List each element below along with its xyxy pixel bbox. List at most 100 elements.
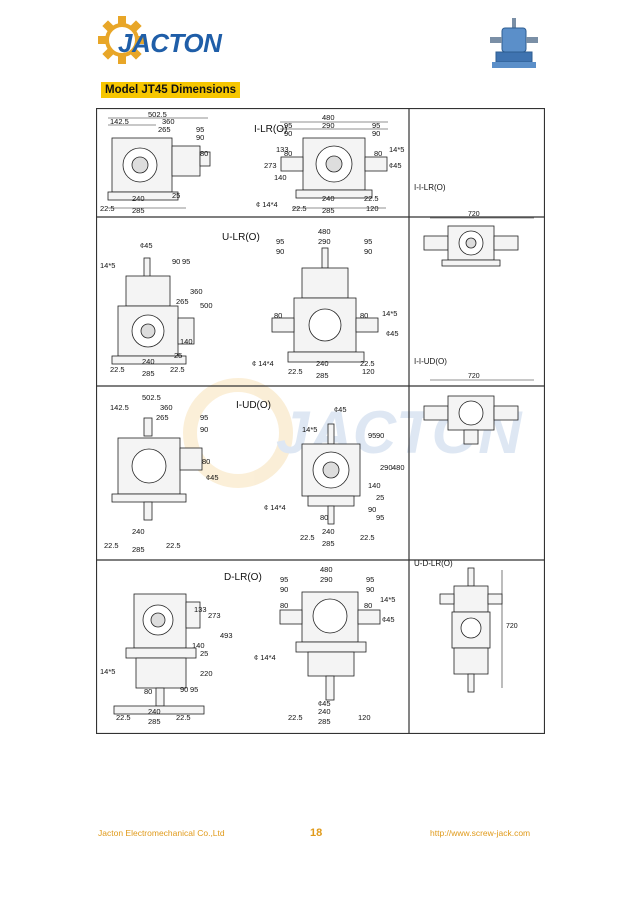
dim-45: ¢45 — [140, 241, 153, 250]
dim-360: 360 — [190, 287, 203, 296]
dim-140: 140 — [192, 641, 205, 650]
dim-240: 240 — [132, 527, 145, 536]
dim-80: 80 — [364, 601, 372, 610]
dim-45: ¢45 — [318, 699, 331, 708]
dim-22-5: 22.5 — [170, 365, 185, 374]
dim-90: 90 — [284, 129, 292, 138]
panel-label-d-lr: D-LR(O) — [224, 572, 262, 583]
dim-80: 80 — [280, 601, 288, 610]
dim-265: 265 — [176, 297, 189, 306]
dim-285: 285 — [148, 717, 161, 726]
dim-90: 90 — [280, 585, 288, 594]
dim-95: 95 — [284, 121, 292, 130]
dim-285: 285 — [142, 369, 155, 378]
dim-14x4: ¢ 14*4 — [256, 200, 278, 209]
dim-95: 95 — [366, 575, 374, 584]
dim-22-5: 22.5 — [100, 204, 115, 213]
panel-label-u-lr: U-LR(O) — [222, 232, 260, 243]
dim-45: ¢45 — [386, 329, 399, 338]
dim-140: 140 — [274, 173, 287, 182]
dim-95: 95 — [190, 685, 198, 694]
dim-90: 90 — [372, 129, 380, 138]
panel-d-lr: D-LR(O) 133 273 493 140 25 220 95 90 14*… — [100, 565, 395, 726]
dim-22-5: 22.5 — [288, 367, 303, 376]
dim-95: 95 — [200, 413, 208, 422]
panel-u-d-lr: U-D-LR(O) 720 — [414, 559, 518, 693]
dim-95: 95 — [276, 237, 284, 246]
dim-80: 80 — [144, 687, 152, 696]
dim-285: 285 — [322, 539, 335, 548]
dim-265: 265 — [158, 125, 171, 134]
panel-i-i-ud: I-I-UD(O) 720 — [414, 357, 534, 445]
dim-90: 90 — [376, 431, 384, 440]
dim-720: 720 — [506, 623, 518, 630]
dim-90: 90 — [364, 247, 372, 256]
dim-240: 240 — [318, 707, 331, 716]
panel-i-i-lr: I-I-LR(O) 720 — [414, 183, 534, 267]
dim-22-5: 22.5 — [166, 541, 181, 550]
dim-142-5: 142.5 — [110, 403, 129, 412]
panel-label-i-lr: I-LR(O) — [254, 124, 287, 135]
dim-220: 220 — [200, 669, 213, 678]
dim-45: ¢45 — [382, 615, 395, 624]
dim-22-5: 22.5 — [110, 365, 125, 374]
dim-25: 25 — [172, 191, 180, 200]
dim-80: 80 — [202, 457, 210, 466]
dim-120: 120 — [362, 367, 375, 376]
dim-14x4: ¢ 14*4 — [254, 653, 276, 662]
dim-90: 90 — [368, 505, 376, 514]
dim-95: 95 — [364, 237, 372, 246]
panel-label-i-i-lr: I-I-LR(O) — [414, 183, 446, 192]
dim-22-5: 22.5 — [360, 359, 375, 368]
dim-95: 95 — [372, 121, 380, 130]
dim-720: 720 — [468, 373, 480, 380]
panel-i-ud: I-UD(O) 502.5 142.5 360 265 95 90 80 ¢45… — [104, 393, 405, 554]
dim-500: 500 — [200, 301, 213, 310]
page-title: Model JT45 Dimensions — [101, 82, 241, 98]
dim-25: 25 — [174, 351, 182, 360]
dim-133: 133 — [276, 145, 289, 154]
dim-360: 360 — [162, 117, 175, 126]
dim-240: 240 — [322, 527, 335, 536]
dim-493: 493 — [220, 631, 233, 640]
dim-45: ¢45 — [389, 161, 402, 170]
dim-285: 285 — [322, 206, 335, 215]
dim-240: 240 — [148, 707, 161, 716]
dim-45: ¢45 — [206, 473, 219, 482]
dim-90: 90 — [366, 585, 374, 594]
dim-140: 140 — [180, 337, 193, 346]
dim-14x5: 14*5 — [389, 145, 404, 154]
dim-22-5: 22.5 — [104, 541, 119, 550]
dim-290: 290 — [322, 121, 335, 130]
panel-label-u-d-lr: U-D-LR(O) — [414, 559, 453, 568]
dim-265: 265 — [156, 413, 169, 422]
dim-14x5: 14*5 — [100, 261, 115, 270]
dim-80: 80 — [274, 311, 282, 320]
dim-240: 240 — [322, 194, 335, 203]
company-logo: JACTON — [96, 14, 222, 64]
dim-95: 95 — [182, 257, 190, 266]
dim-133: 133 — [194, 605, 207, 614]
dim-80: 80 — [284, 149, 292, 158]
dim-22-5: 22.5 — [176, 713, 191, 722]
footer-company: Jacton Electromechanical Co.,Ltd — [98, 828, 225, 838]
panel-u-lr: U-LR(O) ¢45 14*5 90 95 360 265 500 140 2… — [100, 227, 399, 380]
dim-502-5: 502.5 — [148, 110, 167, 119]
dim-22-5: 22.5 — [300, 533, 315, 542]
dim-285: 285 — [132, 545, 145, 554]
dim-240: 240 — [132, 194, 145, 203]
footer-url[interactable]: http://www.screw-jack.com — [430, 828, 531, 838]
dim-45: ¢45 — [334, 405, 347, 414]
page-number: 18 — [310, 827, 323, 839]
dim-80: 80 — [320, 513, 328, 522]
dim-14x5: 14*5 — [100, 667, 115, 676]
gear-icon — [98, 16, 146, 64]
dim-95: 95 — [368, 431, 376, 440]
panel-label-i-ud: I-UD(O) — [236, 400, 271, 411]
dim-285: 285 — [316, 371, 329, 380]
dim-14x5: 14*5 — [302, 425, 317, 434]
dim-273: 273 — [208, 611, 221, 620]
dim-90: 90 — [196, 133, 204, 142]
dim-480: 480 — [320, 565, 333, 574]
dim-273: 273 — [264, 161, 277, 170]
